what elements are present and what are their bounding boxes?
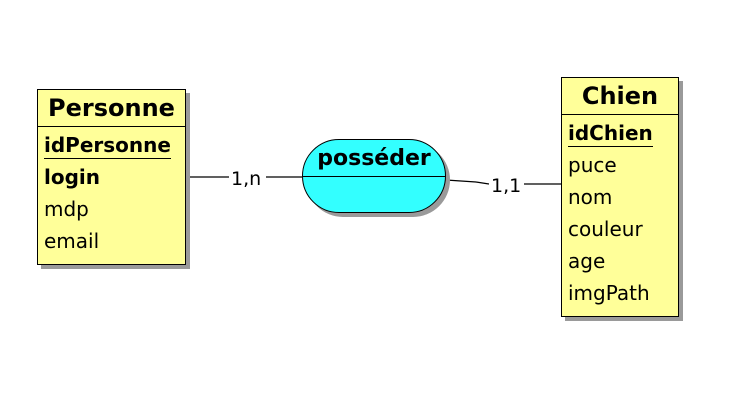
attribute-label: idChien [568, 121, 653, 147]
connector-relation-chien-b [475, 181, 490, 185]
entity-title: Chien [562, 78, 678, 115]
entity-title: Personne [38, 90, 185, 127]
entity-chien[interactable]: Chien idChien puce nom couleur age imgPa… [561, 77, 679, 317]
relation-divider [303, 176, 445, 177]
attribute-item: login [44, 165, 101, 189]
cardinality-chien: 1,1 [489, 175, 524, 197]
attribute-item: email [44, 229, 100, 253]
attribute-list: idChien puce nom couleur age imgPath [562, 115, 678, 309]
connector-relation-chien-a [445, 179, 477, 183]
attribute-primary-key: idPersonne [44, 129, 185, 161]
cardinality-personne: 1,n [229, 168, 264, 190]
attribute-primary-key: idChien [568, 117, 678, 149]
relation-posseder[interactable]: posséder [302, 139, 446, 213]
attribute-item: nom [568, 185, 613, 209]
relation-title: posséder [317, 146, 431, 171]
attribute-item: couleur [568, 217, 643, 241]
entity-personne[interactable]: Personne idPersonne login mdp email [37, 89, 186, 265]
attribute-label: idPersonne [44, 133, 171, 159]
attribute-item: puce [568, 153, 617, 177]
attribute-item: mdp [44, 197, 89, 221]
attribute-item: imgPath [568, 281, 650, 305]
attribute-item: age [568, 249, 606, 273]
attribute-list: idPersonne login mdp email [38, 127, 185, 257]
